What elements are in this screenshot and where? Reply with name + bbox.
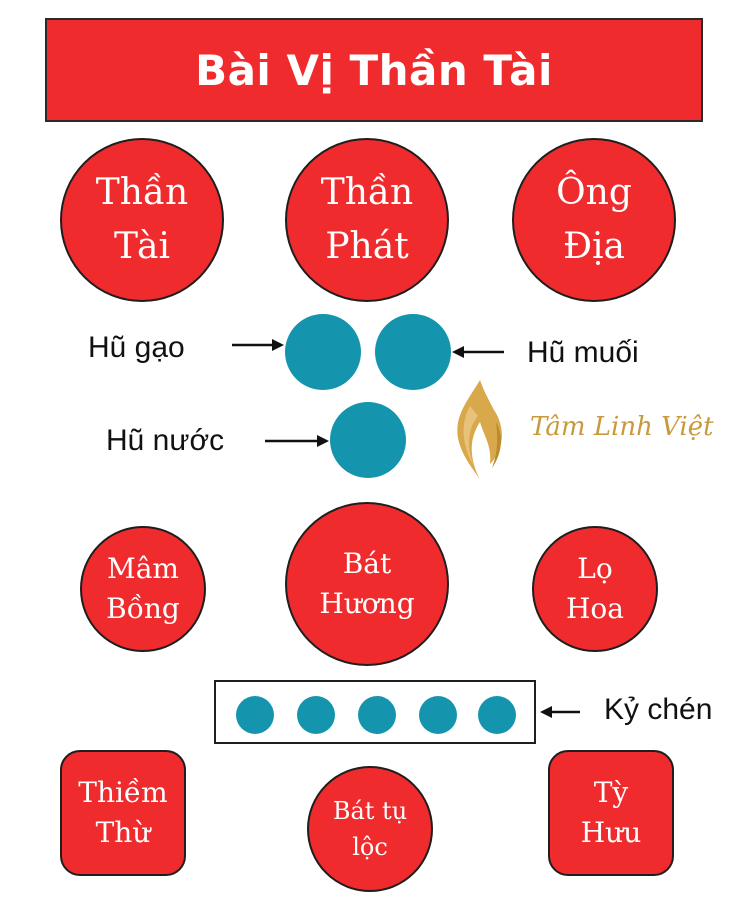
than-tai-disc: Thần Tài [60, 138, 224, 302]
bat-tu-loc-disc: Bát tụ lộc [307, 766, 433, 892]
water-jar [330, 402, 406, 478]
lo-hoa-disc: Lọ Hoa [532, 526, 658, 652]
flame-logo-icon [457, 380, 502, 480]
bat-huong-line2: Hương [319, 587, 415, 620]
lo-hoa-line2: Hoa [566, 592, 624, 625]
bat-huong-disc: Bát Hương [285, 502, 449, 666]
ty-huu-tile: Tỳ Hưu [548, 750, 674, 876]
mam-bong-line2: Bồng [106, 592, 180, 625]
than-phat-line1: Thần [320, 172, 414, 213]
ong-dia-line2: Địa [562, 226, 626, 267]
lo-hoa-line1: Lọ [577, 552, 613, 585]
mam-bong-disc: Mâm Bồng [80, 526, 206, 652]
cup [478, 696, 516, 734]
cup [297, 696, 335, 734]
brand-logo: Tâm Linh Việt [440, 376, 714, 486]
cup [358, 696, 396, 734]
thiem-thu-line1: Thiềm [78, 776, 168, 809]
rice-jar-label: Hũ gạo [88, 331, 185, 364]
cups-label: Kỷ chén [604, 693, 713, 726]
bat-tu-loc-line2: lộc [352, 833, 388, 861]
page-title: Bài Vị Thần Tài [195, 45, 553, 95]
ong-dia-disc: Ông Địa [512, 138, 676, 302]
salt-jar-arrow [452, 346, 504, 358]
thiem-thu-tile: Thiềm Thừ [60, 750, 186, 876]
cup-stand [214, 680, 536, 744]
bat-huong-line1: Bát [342, 547, 392, 580]
rice-jar [285, 314, 361, 390]
ong-dia-line1: Ông [556, 172, 632, 213]
mam-bong-line1: Mâm [107, 552, 179, 585]
water-jar-arrow [265, 435, 329, 447]
bat-tu-loc-line1: Bát tụ [332, 797, 408, 825]
than-phat-line2: Phát [325, 226, 409, 267]
salt-jar [375, 314, 451, 390]
brand-logo-text: Tâm Linh Việt [530, 412, 714, 442]
salt-jar-label: Hũ muối [527, 336, 639, 369]
than-phat-disc: Thần Phát [285, 138, 449, 302]
ty-huu-line1: Tỳ [593, 776, 629, 809]
cups-arrow [540, 706, 580, 718]
than-tai-line1: Thần [95, 172, 189, 213]
water-jar-label: Hũ nước [106, 424, 225, 457]
title-banner: Bài Vị Thần Tài [45, 18, 703, 122]
than-tai-line2: Tài [114, 226, 170, 267]
thiem-thu-line2: Thừ [95, 816, 151, 849]
rice-jar-arrow [232, 339, 284, 351]
ty-huu-line2: Hưu [580, 816, 642, 849]
cup [419, 696, 457, 734]
cup [236, 696, 274, 734]
